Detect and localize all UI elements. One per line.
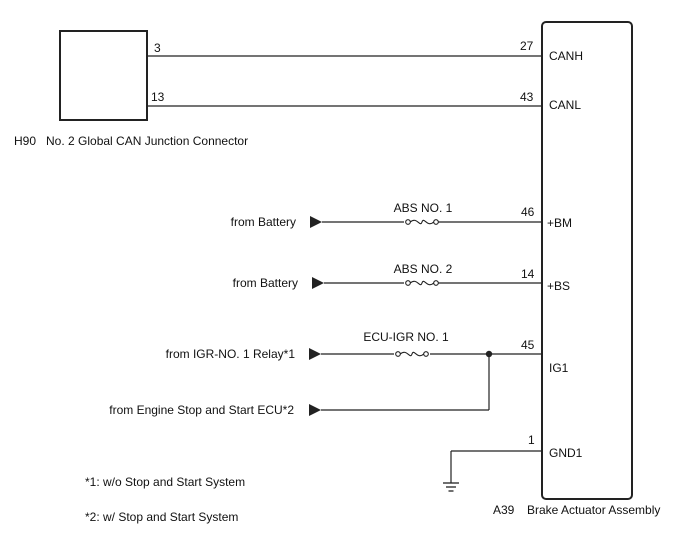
fuse-label-abs1: ABS NO. 1	[394, 201, 453, 215]
pin-1: 1	[528, 433, 535, 447]
h90-pin-3: 3	[154, 41, 161, 55]
h90-connector-box	[59, 30, 148, 121]
terminal-bm: +BM	[547, 216, 572, 230]
arrow-icon	[310, 216, 322, 228]
source-engine-stop-start-ecu: from Engine Stop and Start ECU*2	[109, 403, 294, 417]
arrow-icon	[309, 404, 321, 416]
terminal-canh: CANH	[549, 49, 583, 63]
pin-43: 43	[520, 90, 534, 104]
terminal-ig1: IG1	[549, 361, 569, 375]
fuse-icon	[394, 348, 430, 360]
arrow-icon	[309, 348, 321, 360]
note-2: *2: w/ Stop and Start System	[85, 510, 238, 524]
ground-icon	[443, 482, 459, 492]
h90-code: H90	[14, 134, 36, 148]
h90-name: No. 2 Global CAN Junction Connector	[46, 134, 248, 148]
pin-46: 46	[521, 205, 535, 219]
terminal-gnd1: GND1	[549, 446, 583, 460]
fuse-icon	[404, 277, 439, 289]
fuse-label-abs2: ABS NO. 2	[394, 262, 453, 276]
h90-pin-13: 13	[151, 90, 165, 104]
pin-27: 27	[520, 39, 534, 53]
pin-45: 45	[521, 338, 535, 352]
source-igr-relay: from IGR-NO. 1 Relay*1	[166, 347, 296, 361]
fuse-label-ecu-igr: ECU-IGR NO. 1	[363, 330, 449, 344]
source-battery-1: from Battery	[231, 215, 296, 229]
a39-actuator-box	[541, 21, 633, 500]
fuse-icon	[404, 216, 439, 228]
a39-name: Brake Actuator Assembly	[527, 503, 660, 517]
source-battery-2: from Battery	[233, 276, 298, 290]
pin-14: 14	[521, 267, 535, 281]
terminal-canl: CANL	[549, 98, 581, 112]
a39-code: A39	[493, 503, 515, 517]
terminal-bs: +BS	[547, 279, 570, 293]
note-1: *1: w/o Stop and Start System	[85, 475, 245, 489]
arrow-icon	[312, 277, 324, 289]
